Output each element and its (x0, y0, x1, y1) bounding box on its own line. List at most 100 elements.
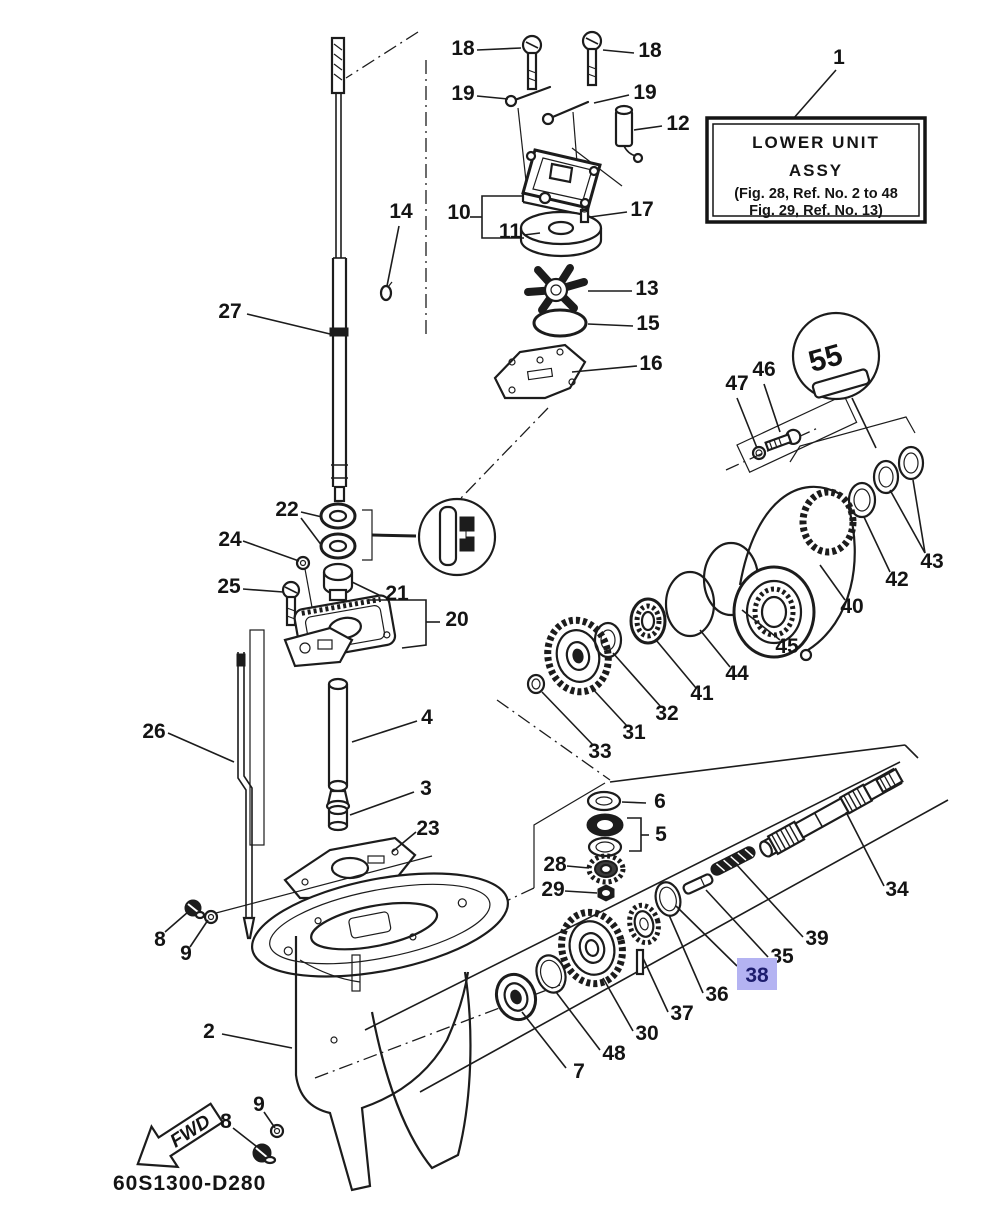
callout-13[interactable]: 13 (635, 277, 658, 300)
pump-bolt-right (581, 30, 603, 87)
spring-39 (710, 846, 756, 876)
callout-15[interactable]: 15 (636, 312, 660, 335)
callout-12[interactable]: 12 (666, 112, 689, 135)
callout-8-upper[interactable]: 8 (154, 928, 166, 951)
pinion-nut-29 (597, 884, 615, 902)
bearing-22-upper (319, 502, 357, 530)
callout-labels: 1 18 18 19 19 12 10 11 17 13 15 16 14 27… (142, 37, 943, 1133)
callout-5[interactable]: 5 (655, 823, 667, 846)
bearing-carrier-40 (732, 485, 857, 662)
callout-46[interactable]: 46 (752, 358, 775, 381)
callout-34[interactable]: 34 (885, 878, 909, 901)
callout-24[interactable]: 24 (218, 528, 242, 551)
callout-19-b[interactable]: 19 (633, 81, 656, 104)
callout-2[interactable]: 2 (203, 1020, 215, 1043)
seal-43-b (897, 445, 925, 481)
callout-11[interactable]: 11 (499, 220, 522, 243)
oil-seal-housing-21 (322, 562, 354, 602)
washer-33 (526, 673, 546, 695)
callout-17[interactable]: 17 (630, 198, 653, 221)
callout-33[interactable]: 33 (588, 740, 611, 763)
callout-38-highlight (737, 958, 777, 990)
shim-32 (593, 621, 623, 659)
callout-30[interactable]: 30 (635, 1022, 658, 1045)
callout-10[interactable]: 10 (447, 201, 470, 224)
assy-box-line1: LOWER UNIT (752, 133, 880, 152)
callout-39[interactable]: 39 (805, 927, 828, 950)
callout-41[interactable]: 41 (690, 682, 714, 705)
drive-shaft (329, 36, 349, 503)
propeller-shaft (759, 767, 904, 858)
shift-cam-housing (283, 626, 354, 668)
bearing-41 (629, 597, 667, 645)
callout-19-a[interactable]: 19 (451, 82, 474, 105)
pin-17 (579, 207, 590, 224)
callout-45[interactable]: 45 (775, 635, 799, 658)
seal-43-a (872, 459, 900, 495)
callout-48[interactable]: 48 (602, 1042, 626, 1065)
callout-43[interactable]: 43 (920, 550, 943, 573)
o-ring-15 (532, 308, 588, 338)
callout-27[interactable]: 27 (218, 300, 241, 323)
retaining-clip (379, 281, 393, 302)
lower-casing (250, 872, 510, 1192)
dowel-link-right (541, 100, 590, 126)
callout-7[interactable]: 7 (573, 1060, 585, 1083)
screw-8-upper (184, 899, 206, 920)
callout-9-upper[interactable]: 9 (180, 942, 192, 965)
callout-26[interactable]: 26 (142, 720, 165, 743)
callout-22[interactable]: 22 (275, 498, 298, 521)
washer-9-lower (269, 1123, 285, 1139)
callout-42[interactable]: 42 (885, 568, 908, 591)
o-ring-44 (664, 570, 716, 638)
callout-18-a[interactable]: 18 (451, 37, 475, 60)
callout-38-selected[interactable]: 38 (745, 964, 769, 987)
centerlines (249, 31, 949, 1093)
water-tube (325, 677, 351, 813)
shift-rod (236, 652, 256, 940)
assy-title-box: LOWER UNIT ASSY (Fig. 28, Ref. No. 2 to … (705, 69, 927, 224)
callout-21[interactable]: 21 (385, 582, 409, 605)
fwd-arrow: FWD (136, 1102, 225, 1169)
callout-9-lower[interactable]: 9 (253, 1093, 265, 1116)
callout-28[interactable]: 28 (543, 853, 567, 876)
o-ring-36 (654, 881, 682, 917)
callout-31[interactable]: 31 (622, 721, 646, 744)
callout-16[interactable]: 16 (639, 352, 662, 375)
callout-44[interactable]: 44 (725, 662, 749, 685)
callout-1[interactable]: 1 (833, 46, 845, 69)
callout-8-lower[interactable]: 8 (220, 1110, 232, 1133)
shift-pin-35 (682, 873, 714, 895)
callout-14[interactable]: 14 (389, 200, 413, 223)
bearing-7 (494, 972, 538, 1022)
callout-6[interactable]: 6 (654, 790, 666, 813)
assy-box-line3: (Fig. 28, Ref. No. 2 to 48 (734, 186, 898, 202)
callout-25[interactable]: 25 (217, 575, 241, 598)
callout-3[interactable]: 3 (420, 777, 432, 800)
callout-36[interactable]: 36 (705, 983, 728, 1006)
callout-18-b[interactable]: 18 (638, 39, 662, 62)
washer-47 (751, 445, 767, 461)
callout-32[interactable]: 32 (655, 702, 678, 725)
washer-9-upper (203, 909, 219, 925)
impeller (524, 264, 588, 314)
bolt-46 (764, 428, 802, 452)
callout-29[interactable]: 29 (541, 878, 564, 901)
assy-box-line2: ASSY (789, 161, 843, 180)
seal-tube (571, 104, 644, 187)
pump-gasket-plate (493, 343, 587, 400)
callout-4[interactable]: 4 (421, 706, 433, 729)
pinion-gear-28 (586, 853, 626, 885)
callout-23[interactable]: 23 (416, 817, 439, 840)
leader-lines (164, 47, 926, 1147)
screw-8-lower (252, 1143, 277, 1165)
detail-circle-seal (417, 497, 497, 577)
callout-37[interactable]: 37 (670, 1002, 693, 1025)
washer-6 (586, 790, 622, 812)
callout-20[interactable]: 20 (445, 608, 468, 631)
tube-bushing (327, 804, 349, 832)
callout-47[interactable]: 47 (725, 372, 748, 395)
callout-40[interactable]: 40 (840, 595, 863, 618)
ring-42 (847, 481, 877, 519)
